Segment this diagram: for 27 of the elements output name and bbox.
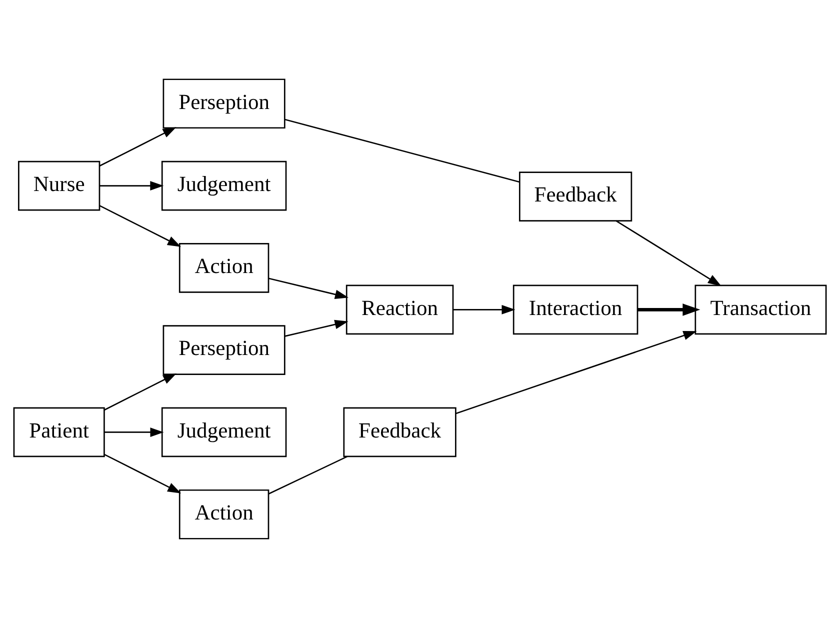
arrow: [284, 319, 348, 336]
node-box: Feedback: [343, 406, 456, 457]
node-box: Judgement: [161, 406, 287, 457]
arrow: [104, 453, 182, 493]
node-box: Patient: [13, 406, 105, 457]
arrow: [100, 180, 164, 190]
arrow: [104, 427, 164, 436]
arrow: [99, 204, 182, 246]
node-box: Interaction: [512, 284, 638, 334]
node-box: Perseption: [162, 324, 286, 374]
arrow: [638, 303, 700, 316]
connector: [284, 118, 520, 182]
arrow: [268, 277, 349, 299]
arrow: [104, 372, 177, 410]
node-box: Reaction: [346, 284, 454, 334]
node-box: Transaction: [694, 284, 827, 334]
arrow: [453, 304, 516, 314]
connector: [268, 455, 348, 494]
node-box: Judgement: [161, 160, 287, 210]
node-box: Nurse: [18, 160, 100, 210]
arrow: [99, 126, 176, 166]
node-box: Perseption: [162, 78, 286, 128]
node-box: Action: [178, 488, 270, 539]
node-box: Action: [178, 242, 270, 292]
arrow: [456, 330, 697, 414]
node-box: Feedback: [518, 171, 632, 221]
arrow: [616, 220, 722, 286]
